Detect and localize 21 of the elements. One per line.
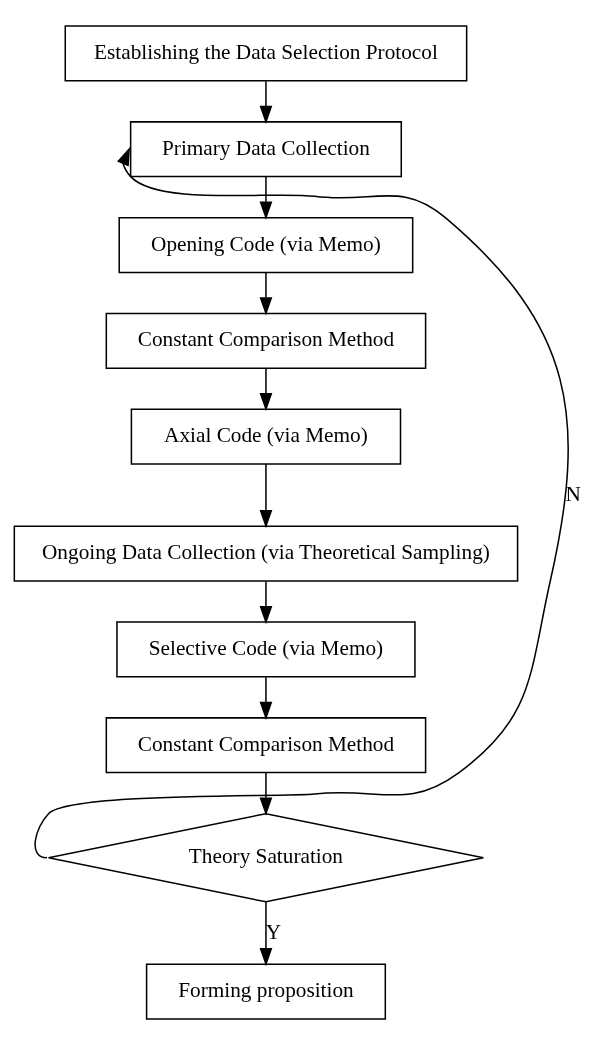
- arrow: [259, 175, 273, 220]
- arrow: [259, 80, 273, 124]
- arrow: [259, 367, 273, 411]
- node-diamond: Theory Saturation: [47, 812, 485, 903]
- arrow: [259, 580, 273, 624]
- arrow: [34, 146, 569, 858]
- node-box: Selective Code (via Memo): [116, 620, 416, 678]
- arrow: [259, 676, 273, 720]
- arrow: [259, 271, 273, 315]
- arrow: [259, 900, 273, 966]
- node-box: Primary Data Collection: [129, 120, 403, 177]
- node-box: Constant Comparison Method: [105, 312, 427, 369]
- node-box: Establishing the Data Selection Protocol: [64, 24, 468, 82]
- node-box: Ongoing Data Collection (via Theoretical Sampling): [13, 525, 519, 582]
- node-box: Opening Code (via Memo): [118, 216, 414, 273]
- edge-label: N: [565, 481, 581, 506]
- node-box: Forming proposition: [145, 962, 387, 1020]
- arrow: [259, 462, 273, 528]
- node-box: Constant Comparison Method: [105, 716, 427, 773]
- arrow: [259, 771, 273, 816]
- node-box: Axial Code (via Memo): [130, 407, 402, 465]
